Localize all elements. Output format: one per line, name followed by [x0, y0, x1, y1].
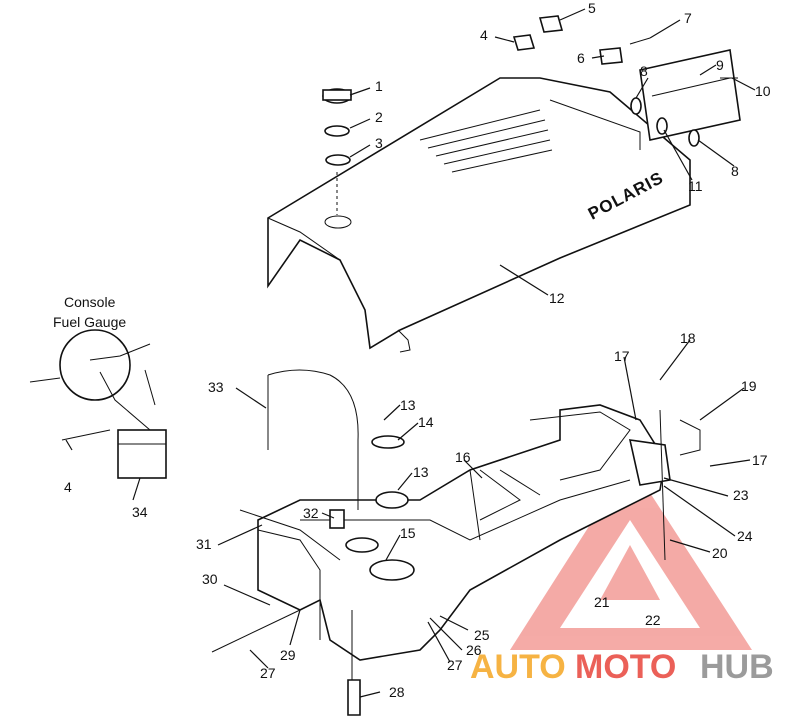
- callout-29: 29: [280, 647, 296, 663]
- callout-31: 31: [196, 536, 212, 552]
- callout-7: 7: [684, 10, 692, 26]
- callout-20: 20: [712, 545, 728, 561]
- callout-labels: 1 2 3 4 5 6 7 8 9 10 11 8 12 18 17 19 17…: [64, 0, 771, 700]
- callout-1: 1: [375, 78, 383, 94]
- callout-17b: 17: [752, 452, 768, 468]
- watermark-auto: AUTO: [470, 648, 566, 686]
- callout-27: 27: [447, 657, 463, 673]
- fuel-tank: [257, 404, 671, 661]
- callout-26: 26: [466, 642, 482, 658]
- callout-10: 10: [755, 83, 771, 99]
- callout-16: 16: [455, 449, 471, 465]
- callout-21: 21: [594, 594, 610, 610]
- callout-18: 18: [680, 330, 696, 346]
- bracket-parts: [512, 15, 741, 147]
- callout-11: 11: [688, 178, 703, 194]
- callout-32: 32: [303, 505, 319, 521]
- callout-25: 25: [474, 627, 490, 643]
- callout-30: 30: [202, 571, 218, 587]
- console-label: Console: [64, 294, 116, 310]
- seat-assembly: POLARIS: [267, 77, 691, 353]
- watermark-moto: MOTO: [575, 648, 676, 686]
- callout-15: 15: [400, 525, 416, 541]
- watermark-hub: HUB: [700, 648, 774, 686]
- console-fuel-gauge: [29, 329, 167, 479]
- callout-14: 14: [418, 414, 434, 430]
- callout-12: 12: [549, 290, 565, 306]
- leader-lines: [65, 8, 756, 698]
- watermark-text: AUTO MOTO HUB: [470, 648, 774, 686]
- callout-17: 17: [614, 348, 630, 364]
- callout-23: 23: [733, 487, 749, 503]
- callout-5: 5: [588, 0, 596, 16]
- callout-19: 19: [741, 378, 757, 394]
- callout-8b: 8: [731, 163, 739, 179]
- fuel-gauge-label: Fuel Gauge: [53, 314, 126, 330]
- callout-9: 9: [716, 57, 724, 73]
- callout-22: 22: [645, 612, 661, 628]
- callout-33: 33: [208, 379, 224, 395]
- callout-13: 13: [400, 397, 416, 413]
- callout-4b: 4: [64, 479, 72, 495]
- callout-13b: 13: [413, 464, 429, 480]
- callout-24: 24: [737, 528, 753, 544]
- callout-6: 6: [577, 50, 585, 66]
- callout-27b: 27: [260, 665, 276, 681]
- callout-3: 3: [375, 135, 383, 151]
- callout-8: 8: [640, 63, 648, 79]
- hoses-and-fittings: [211, 369, 701, 716]
- callout-28: 28: [389, 684, 405, 700]
- callout-2: 2: [375, 109, 383, 125]
- watermark-logo: [510, 462, 752, 650]
- callout-4: 4: [480, 27, 488, 43]
- callout-34: 34: [132, 504, 148, 520]
